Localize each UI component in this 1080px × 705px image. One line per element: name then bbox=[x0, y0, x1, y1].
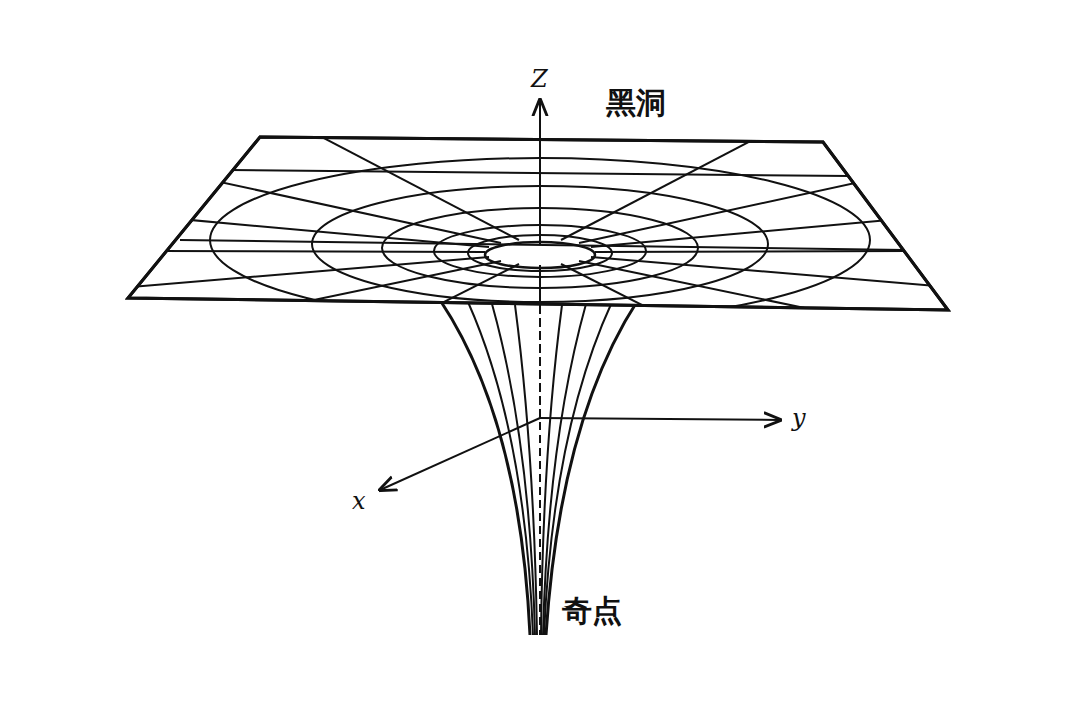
axis-label: Z bbox=[531, 66, 548, 92]
black-hole-label: 黑洞 bbox=[606, 86, 666, 119]
axis-label: x bbox=[352, 488, 366, 514]
funnel bbox=[440, 300, 638, 635]
axes bbox=[380, 100, 780, 490]
singularity-label: 奇点 bbox=[562, 594, 622, 627]
axis-label: y bbox=[792, 405, 806, 431]
spacetime-plane bbox=[0, 100, 1080, 400]
